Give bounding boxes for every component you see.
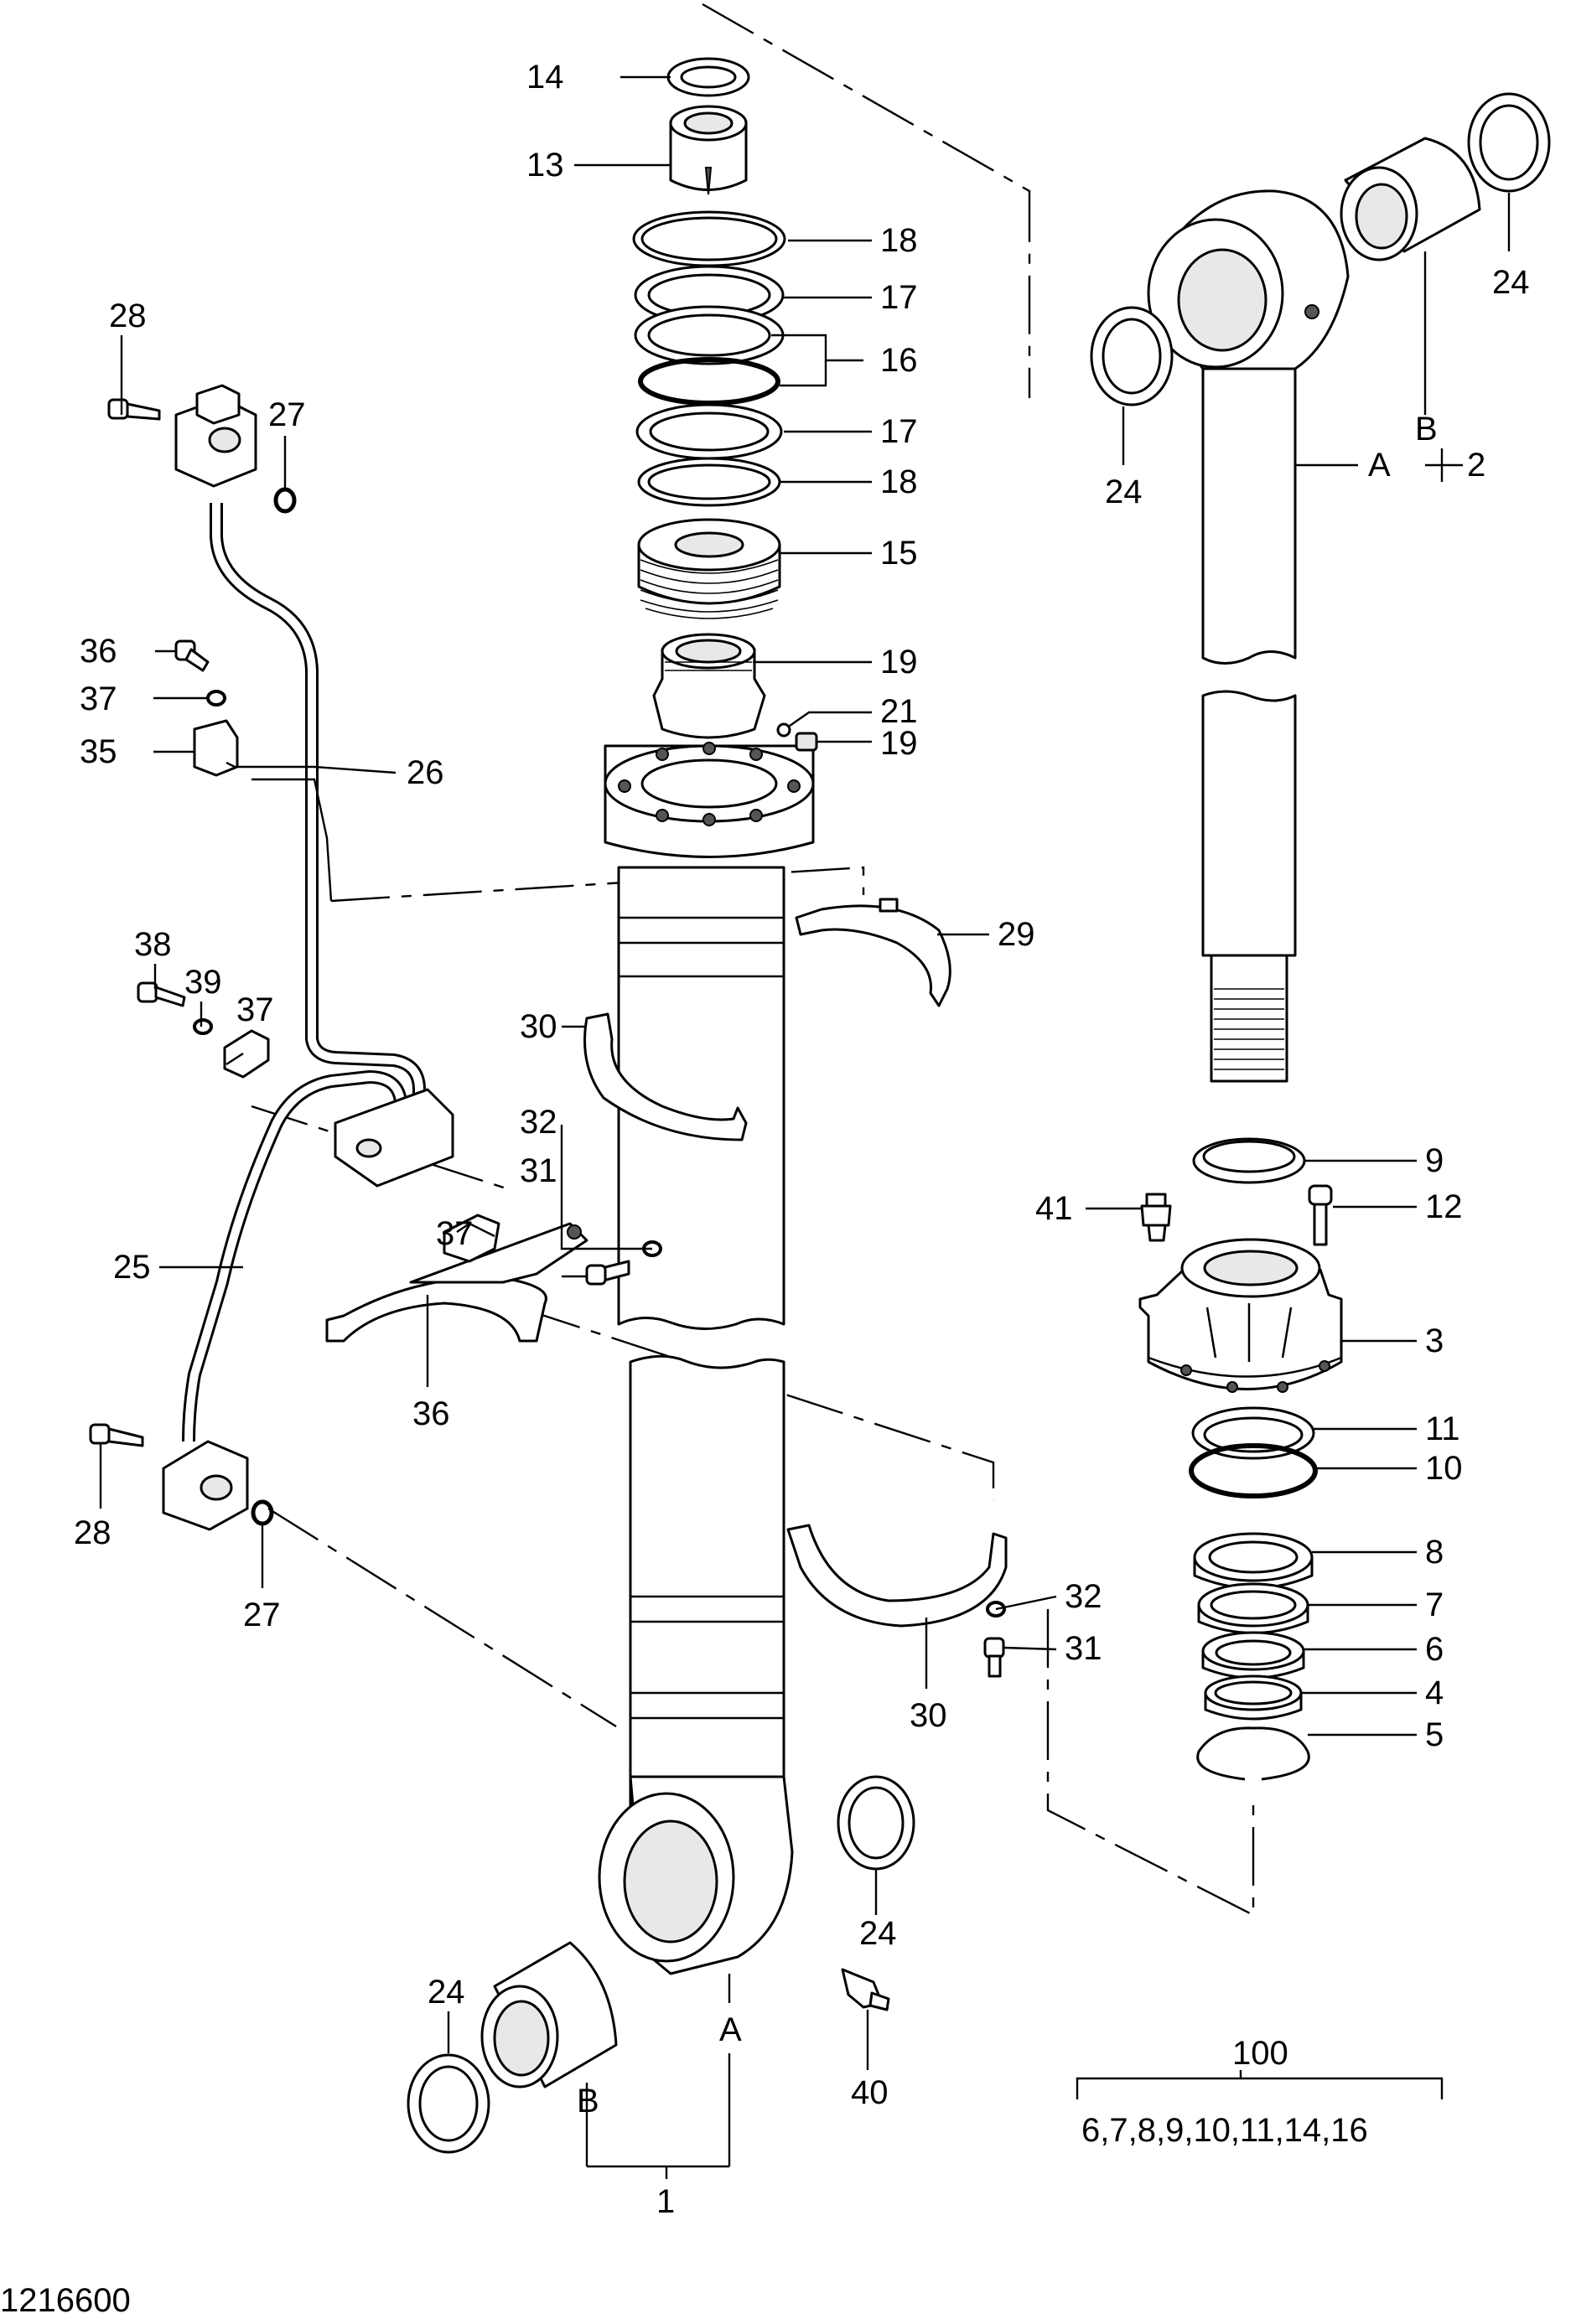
callout-B-rod: B [1415, 411, 1438, 448]
callout-3: 3 [1425, 1322, 1444, 1359]
leader-lines [99, 75, 1511, 2179]
drawing-number: 1216600 [0, 2282, 131, 2319]
callout-31-lower: 31 [1065, 1630, 1102, 1667]
callout-17-lower: 17 [880, 413, 918, 450]
callout-31-upper: 31 [520, 1152, 557, 1189]
callout-21: 21 [880, 693, 918, 730]
callout-39: 39 [184, 964, 222, 1001]
callout-6: 6 [1425, 1631, 1444, 1668]
callout-29: 29 [998, 916, 1035, 953]
callout-9: 9 [1425, 1142, 1444, 1179]
callout-24-bottom-left: 24 [428, 1974, 465, 2011]
callout-4: 4 [1425, 1674, 1444, 1711]
callout-5: 5 [1425, 1716, 1444, 1753]
callout-14: 14 [526, 59, 564, 96]
cylinder-head-stack [1138, 1137, 1343, 1781]
callout-17-upper: 17 [880, 279, 918, 316]
callout-A-rod: A [1368, 447, 1391, 484]
callout-28-bottom: 28 [74, 1514, 111, 1551]
callout-11: 11 [1425, 1410, 1460, 1447]
callout-30-lower: 30 [910, 1697, 947, 1734]
callout-1: 1 [656, 2183, 675, 2220]
callout-12: 12 [1425, 1188, 1463, 1225]
callout-24-top-right: 24 [1492, 264, 1530, 301]
callout-B-barrel: B [577, 2083, 599, 2120]
callout-37-upper: 37 [236, 991, 274, 1028]
callout-28-top: 28 [109, 298, 147, 334]
callout-8: 8 [1425, 1534, 1444, 1571]
callout-32-upper: 32 [520, 1104, 557, 1141]
callout-27-bottom: 27 [243, 1597, 281, 1633]
bushings-and-seals [407, 92, 1551, 2154]
callout-19-nut: 19 [880, 644, 918, 681]
callout-24-mid: 24 [859, 1915, 897, 1952]
repair-kit-note: 100 6,7,8,9,10,11,14,16 [1081, 2035, 1368, 2149]
piston-rod [1147, 189, 1350, 1083]
hydraulic-pipes [162, 384, 454, 1531]
callout-34: 36 [80, 633, 117, 670]
callout-35: 37 [80, 681, 117, 717]
callout-15: 15 [880, 535, 918, 572]
callout-7: 7 [1425, 1586, 1444, 1623]
callout-32-lower: 32 [1065, 1578, 1102, 1615]
callout-25: 25 [113, 1249, 151, 1286]
callout-26: 26 [407, 754, 444, 791]
callout-37-lower: 37 [436, 1215, 474, 1252]
callout-36: 36 [412, 1395, 450, 1432]
callout-27-top: 27 [268, 396, 306, 433]
callout-24-top-left: 24 [1105, 474, 1143, 510]
callout-13: 13 [526, 147, 564, 184]
callout-18-lower: 18 [880, 463, 918, 500]
callout-40: 41 [1035, 1190, 1073, 1227]
gland-seal-stack [632, 57, 818, 752]
cylinder-barrel [598, 742, 815, 1975]
kit-contents: 6,7,8,9,10,11,14,16 [1081, 2112, 1368, 2149]
callout-A-barrel: A [719, 2011, 742, 2048]
callout-10: 10 [1425, 1450, 1463, 1487]
callout-labels: 14 13 18 17 16 17 18 15 19 21 19 24 B A … [74, 59, 1530, 2220]
kit-number: 100 [1232, 2035, 1288, 2072]
callout-33: 35 [80, 733, 117, 770]
callout-2: 2 [1467, 447, 1485, 484]
callout-18-upper: 18 [880, 222, 918, 259]
callout-41: 40 [851, 2074, 889, 2111]
callout-19-screw: 19 [880, 725, 918, 762]
callout-30-upper: 30 [520, 1008, 557, 1045]
callout-38: 38 [134, 926, 172, 963]
callout-16: 16 [880, 342, 918, 379]
